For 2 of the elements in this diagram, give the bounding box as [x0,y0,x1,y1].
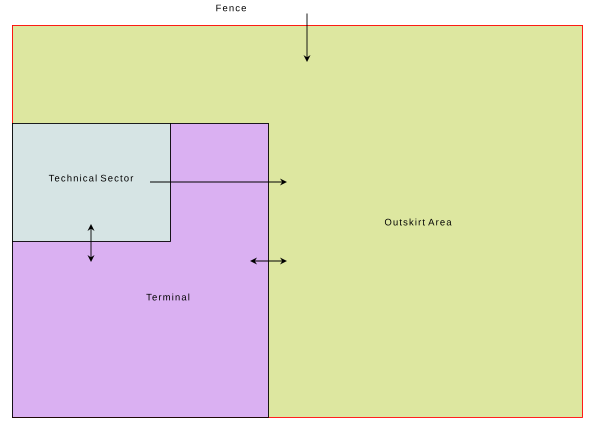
fence-label: Fence [216,4,246,12]
sector-box: Technical Sector [12,123,171,242]
